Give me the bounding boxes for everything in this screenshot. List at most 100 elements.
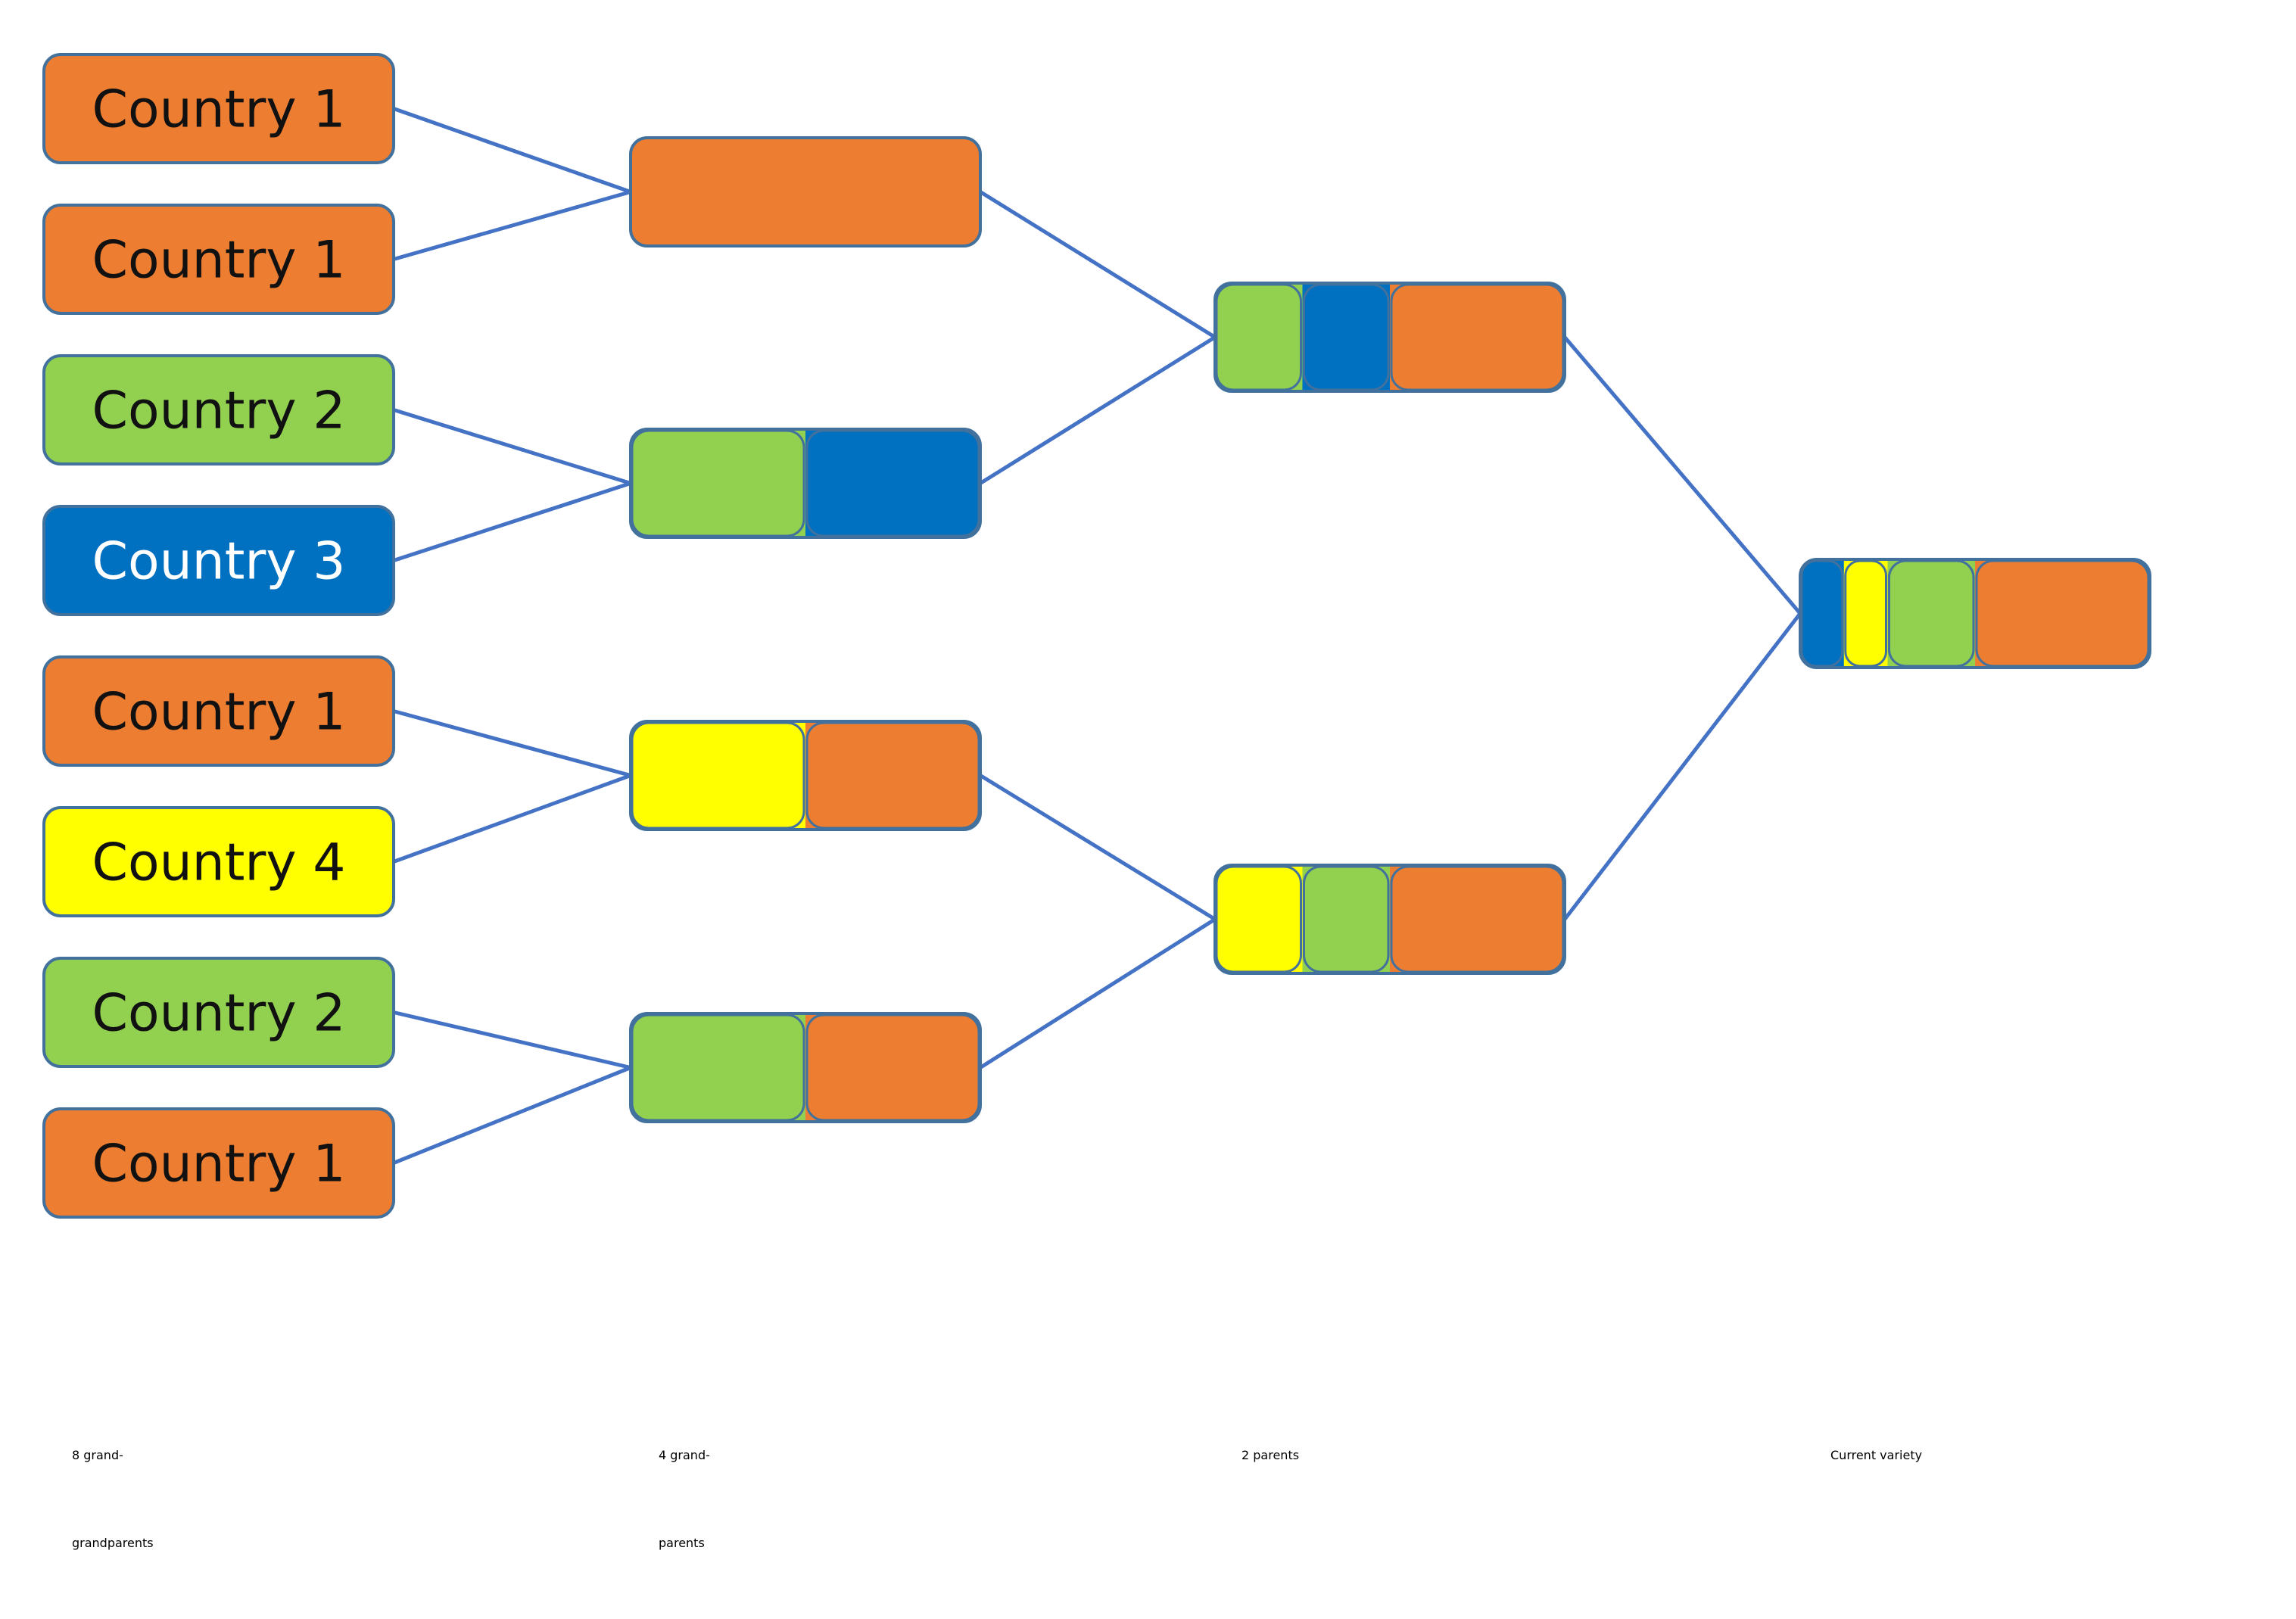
parent-1-outline	[1213, 282, 1566, 393]
grandparent-2-outline	[629, 428, 982, 539]
connector-gg5-to-gp3	[393, 709, 631, 777]
connector-gg8-to-gp4	[393, 1066, 631, 1165]
great-grandparent-4-outline	[42, 505, 395, 616]
great-grandparent-5-segments	[44, 657, 394, 765]
grandparent-1	[629, 136, 982, 248]
connector-gg3-to-gp2	[393, 408, 631, 485]
segment-country-1	[1390, 283, 1565, 391]
segment-country-1	[1390, 865, 1565, 973]
pedigree-connectors	[393, 107, 1802, 1165]
connector-gp1-to-p1	[979, 190, 1217, 339]
generation-label-line: Current variety	[1830, 1448, 1922, 1462]
great-grandparent-3: Country 2	[42, 354, 395, 465]
generation-label-2: 4 grand-parents	[659, 1448, 710, 1550]
pedigree-nodes: Country 1 Country 1 Country 2 Country 3 Coun…	[42, 53, 2151, 1219]
segment-country-2	[1215, 283, 1303, 391]
parent-1	[1213, 282, 1566, 393]
grandparent-1-segments	[631, 138, 980, 246]
segment-country-4	[631, 721, 806, 830]
segment-country-1	[805, 1013, 980, 1122]
parent-1-segments	[1215, 283, 1565, 391]
generation-label-1: 8 grand-grandparents	[72, 1448, 154, 1550]
grandparent-3	[629, 720, 982, 831]
node-label: Country 1	[92, 231, 345, 291]
great-grandparent-2-outline	[42, 204, 395, 315]
segment-country-2	[1887, 559, 1976, 668]
connector-gg6-to-gp3	[393, 774, 631, 864]
node-label: Country 2	[92, 381, 345, 441]
segment-country-1	[1975, 559, 2150, 668]
connector-gp3-to-p2	[979, 774, 1217, 921]
connector-gp2-to-p1	[979, 335, 1217, 485]
great-grandparent-6-segments	[44, 808, 394, 916]
segment-country-2	[631, 429, 806, 537]
segment-country-1	[44, 1109, 394, 1217]
grandparent-1-outline	[629, 136, 982, 248]
segment-country-3	[44, 506, 394, 615]
great-grandparent-6-outline	[42, 806, 395, 917]
current-variety-segments	[1800, 559, 2150, 668]
current-variety	[1799, 558, 2151, 669]
connector-p2-to-current	[1563, 612, 1802, 921]
great-grandparent-3-segments	[44, 356, 394, 464]
great-grandparent-2: Country 1	[42, 204, 395, 315]
generation-label-line: 8 grand-	[72, 1448, 123, 1462]
current-variety-outline	[1799, 558, 2151, 669]
node-label: Country 3	[92, 532, 345, 592]
grandparent-3-outline	[629, 720, 982, 831]
node-label: Country 1	[92, 1135, 345, 1194]
great-grandparent-8-segments	[44, 1109, 394, 1217]
connector-p1-to-current	[1563, 335, 1802, 615]
segment-country-2	[1302, 865, 1391, 973]
connector-gg7-to-gp4	[393, 1010, 631, 1069]
generation-label-line: grandparents	[72, 1536, 154, 1550]
segment-country-2	[631, 1013, 806, 1122]
connector-gg1-to-gp1	[393, 107, 631, 194]
segment-country-1	[44, 54, 394, 163]
segment-country-3	[1302, 283, 1391, 391]
great-grandparent-5-outline	[42, 655, 395, 767]
great-grandparent-8: Country 1	[42, 1107, 395, 1219]
segment-country-4	[1215, 865, 1303, 973]
great-grandparent-1-outline	[42, 53, 395, 164]
node-label: Country 1	[92, 80, 345, 140]
parent-2-outline	[1213, 864, 1566, 975]
great-grandparent-2-segments	[44, 205, 394, 313]
segment-country-1	[631, 138, 980, 246]
segment-country-4	[1843, 559, 1888, 668]
great-grandparent-5: Country 1	[42, 655, 395, 767]
great-grandparent-4-segments	[44, 506, 394, 615]
segment-country-1	[44, 657, 394, 765]
grandparent-4	[629, 1012, 982, 1123]
generation-labels: 8 grand-grandparents 4 grand-parents 2 par…	[72, 1448, 1922, 1550]
segment-country-2	[44, 958, 394, 1066]
generation-label-line: 2 parents	[1241, 1448, 1299, 1462]
segment-country-1	[44, 205, 394, 313]
great-grandparent-1: Country 1	[42, 53, 395, 164]
segment-country-1	[805, 721, 980, 830]
grandparent-2-segments	[631, 429, 980, 537]
segment-country-3	[805, 429, 980, 537]
connector-gg2-to-gp1	[393, 190, 631, 261]
node-label: Country 1	[92, 683, 345, 743]
grandparent-4-outline	[629, 1012, 982, 1123]
generation-label-line: parents	[659, 1536, 705, 1550]
connector-gp4-to-p2	[979, 917, 1217, 1069]
segment-country-3	[1800, 559, 1845, 668]
great-grandparent-1-segments	[44, 54, 394, 163]
great-grandparent-3-outline	[42, 354, 395, 465]
connector-gg4-to-gp2	[393, 481, 631, 562]
great-grandparent-6: Country 4	[42, 806, 395, 917]
great-grandparent-8-outline	[42, 1107, 395, 1219]
great-grandparent-7: Country 2	[42, 957, 395, 1068]
generation-label-line: 4 grand-	[659, 1448, 710, 1462]
grandparent-3-segments	[631, 721, 980, 830]
grandparent-2	[629, 428, 982, 539]
parent-2	[1213, 864, 1566, 975]
great-grandparent-7-segments	[44, 958, 394, 1066]
great-grandparent-4: Country 3	[42, 505, 395, 616]
node-label: Country 4	[92, 833, 345, 893]
segment-country-2	[44, 356, 394, 464]
great-grandparent-7-outline	[42, 957, 395, 1068]
